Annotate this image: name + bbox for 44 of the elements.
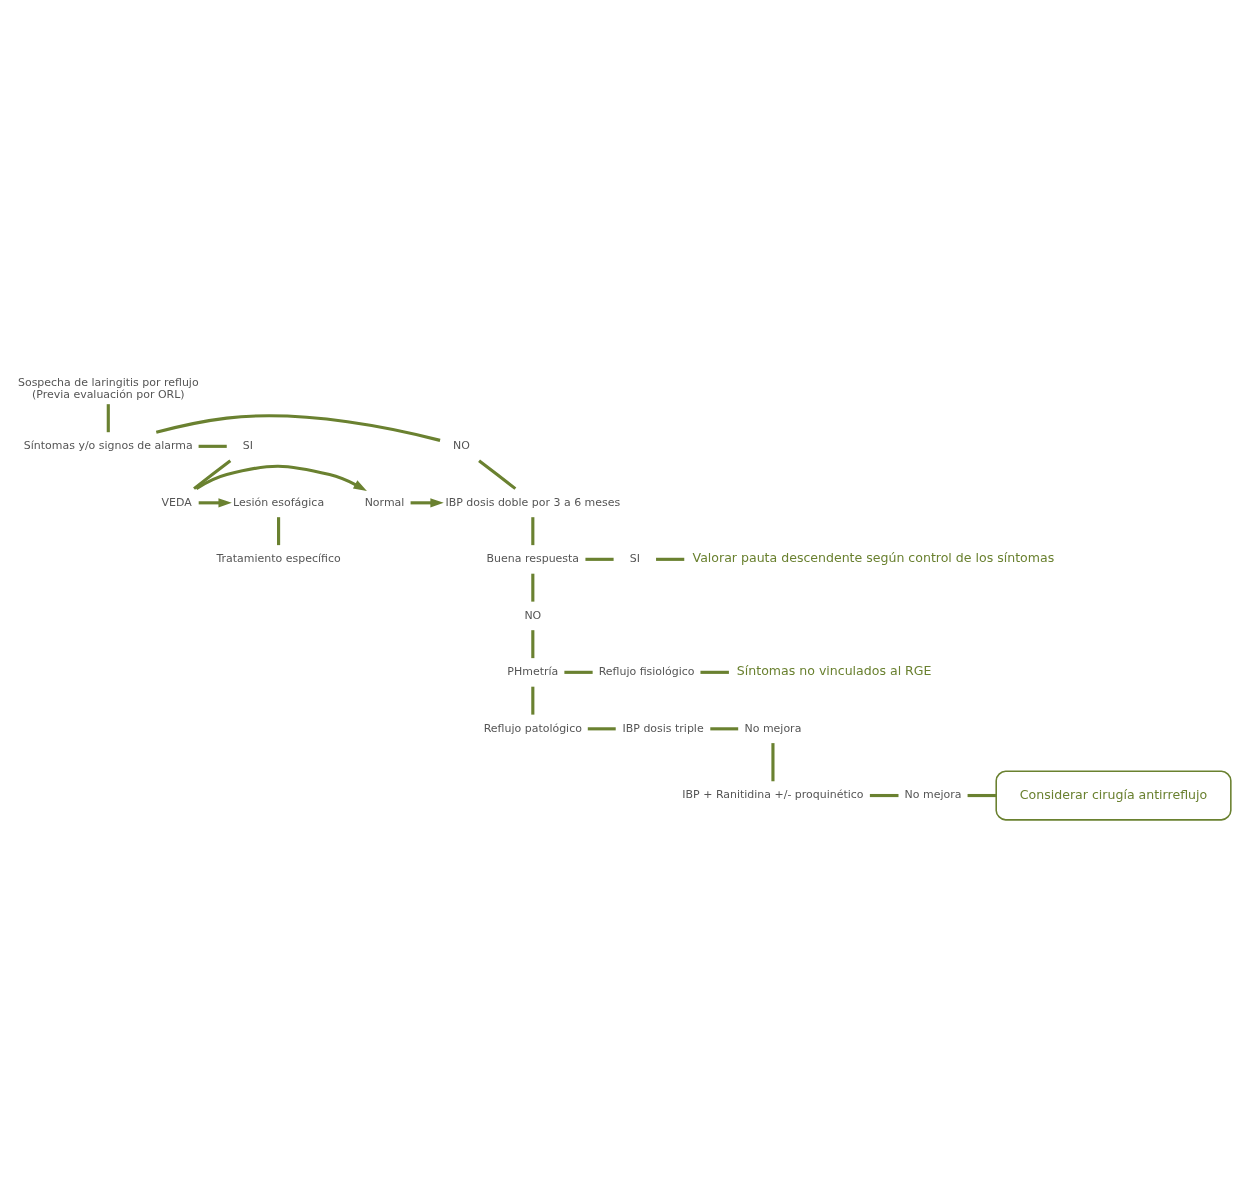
connector (587, 726, 616, 730)
connector (193, 458, 232, 490)
connector (531, 686, 535, 715)
node-text: VEDA (161, 495, 192, 509)
node-text: No mejora (744, 721, 802, 735)
arrow (195, 464, 367, 491)
connector (771, 742, 775, 781)
connector (700, 670, 729, 674)
node-text: Síntomas no vinculados al RGE (736, 662, 932, 678)
node-text: Reflujo fisiológico (598, 664, 695, 678)
connector (531, 573, 535, 602)
node-text: Lesión esofágica (233, 495, 325, 509)
connector (198, 444, 227, 448)
connector (277, 516, 281, 545)
node-text: IBP dosis triple (622, 721, 704, 735)
node-text: IBP + Ranitidina +/- proquinético (682, 787, 864, 801)
connector (967, 793, 997, 797)
node-text: NO (524, 608, 542, 622)
connector (710, 726, 739, 730)
node-text: SI (629, 551, 640, 565)
node-text: Normal (364, 495, 405, 509)
connector (531, 629, 535, 658)
connector (869, 793, 899, 797)
connector (478, 458, 517, 490)
connector (106, 403, 110, 432)
arrow (198, 497, 232, 508)
node-text: Tratamiento específico (216, 551, 341, 565)
node-text: Valorar pauta descendente según control de los síntomas (692, 549, 1055, 565)
node-text: IBP dosis doble por 3 a 6 meses (445, 495, 621, 509)
connector (585, 557, 614, 561)
node-text: No mejora (904, 787, 962, 801)
node-text: Reflujo patológico (483, 721, 582, 735)
connector (564, 670, 593, 674)
node-text: SI (242, 438, 254, 452)
connector (531, 516, 535, 545)
connector (656, 557, 685, 561)
arrow (410, 497, 444, 508)
node-box: Considerar cirugía antirreflujo (995, 769, 1232, 821)
node-text: PHmetría (507, 664, 559, 678)
node-text: Sospecha de laringitis por reflujo (Previa evaluación por ORL) (17, 375, 199, 401)
node-text: Síntomas y/o signos de alarma (23, 438, 193, 452)
connector (155, 413, 441, 442)
node-text: NO (452, 438, 470, 452)
node-text: Buena respuesta (486, 551, 580, 565)
